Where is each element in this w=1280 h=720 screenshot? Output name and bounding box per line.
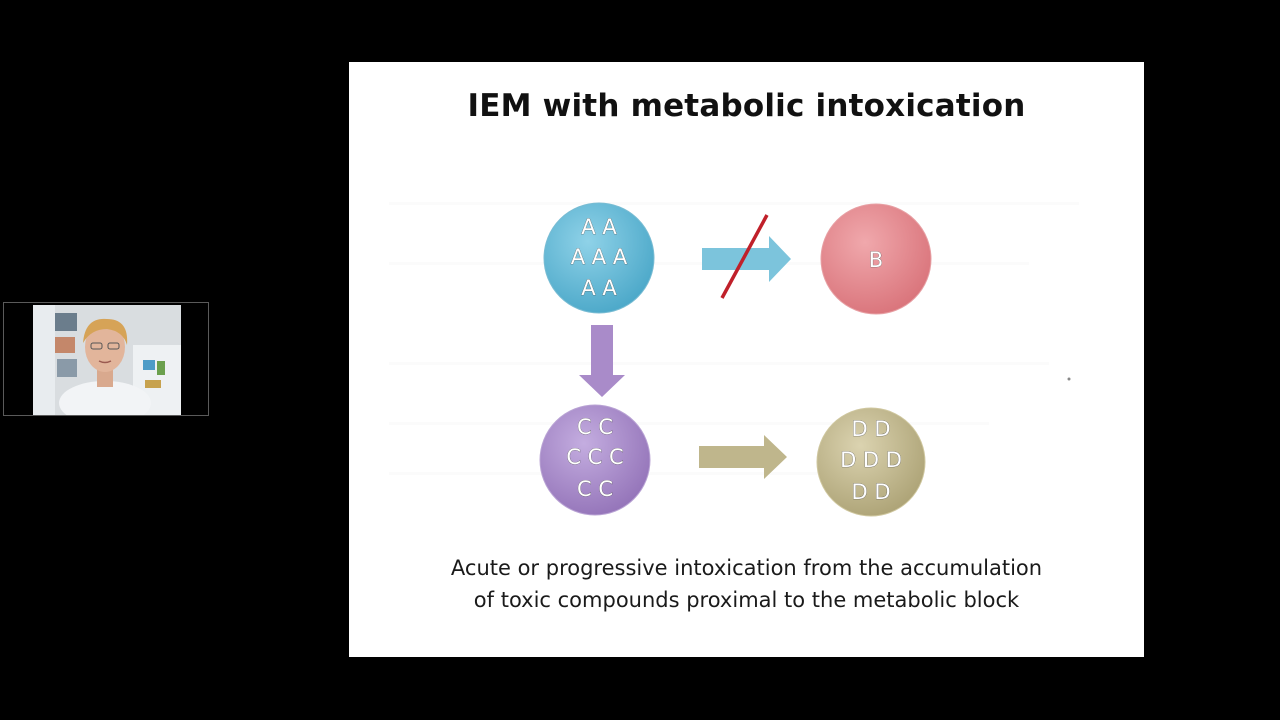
node-a-circle: A A A A A A A <box>543 202 655 314</box>
node-d-row-3: D D <box>851 480 890 504</box>
node-a-row-2: A A A <box>571 245 628 269</box>
arrow-a-to-b <box>702 236 791 282</box>
caption-line-1: Acute or progressive intoxication from t… <box>450 556 1043 580</box>
metabolic-pathway-diagram: A A A A A A A B C C C C C <box>389 202 1079 517</box>
arrow-c-to-d <box>699 435 787 479</box>
node-c-circle: C C C C C C C <box>539 404 651 516</box>
node-c-row-3: C C <box>577 477 613 501</box>
node-b-circle: B <box>820 203 932 315</box>
node-c-row-2: C C C <box>566 445 623 469</box>
node-b-label: B <box>869 248 883 272</box>
slide-caption: Acute or progressive intoxication from t… <box>349 552 1144 616</box>
laser-pointer-dot <box>1067 377 1071 381</box>
slide-title: IEM with metabolic intoxication <box>467 88 1026 124</box>
node-c-row-1: C C <box>577 415 613 439</box>
caption-line-2: of toxic compounds proximal to the metab… <box>473 588 1020 612</box>
node-d-row-2: D D D <box>840 448 902 472</box>
node-a-row-3: A A <box>581 276 617 300</box>
node-d-row-1: D D <box>851 417 890 441</box>
metabolic-block-mark <box>720 214 769 299</box>
presenter-image <box>33 305 181 415</box>
presentation-slide: IEM with metabolic intoxication <box>349 62 1144 657</box>
faded-background-text <box>389 202 1079 475</box>
node-a-row-1: A A <box>581 215 617 239</box>
node-d-circle: D D D D D D D <box>816 407 926 517</box>
presenter-webcam <box>3 302 209 416</box>
arrow-a-to-c <box>579 325 625 397</box>
presenter-video-feed <box>33 305 181 415</box>
